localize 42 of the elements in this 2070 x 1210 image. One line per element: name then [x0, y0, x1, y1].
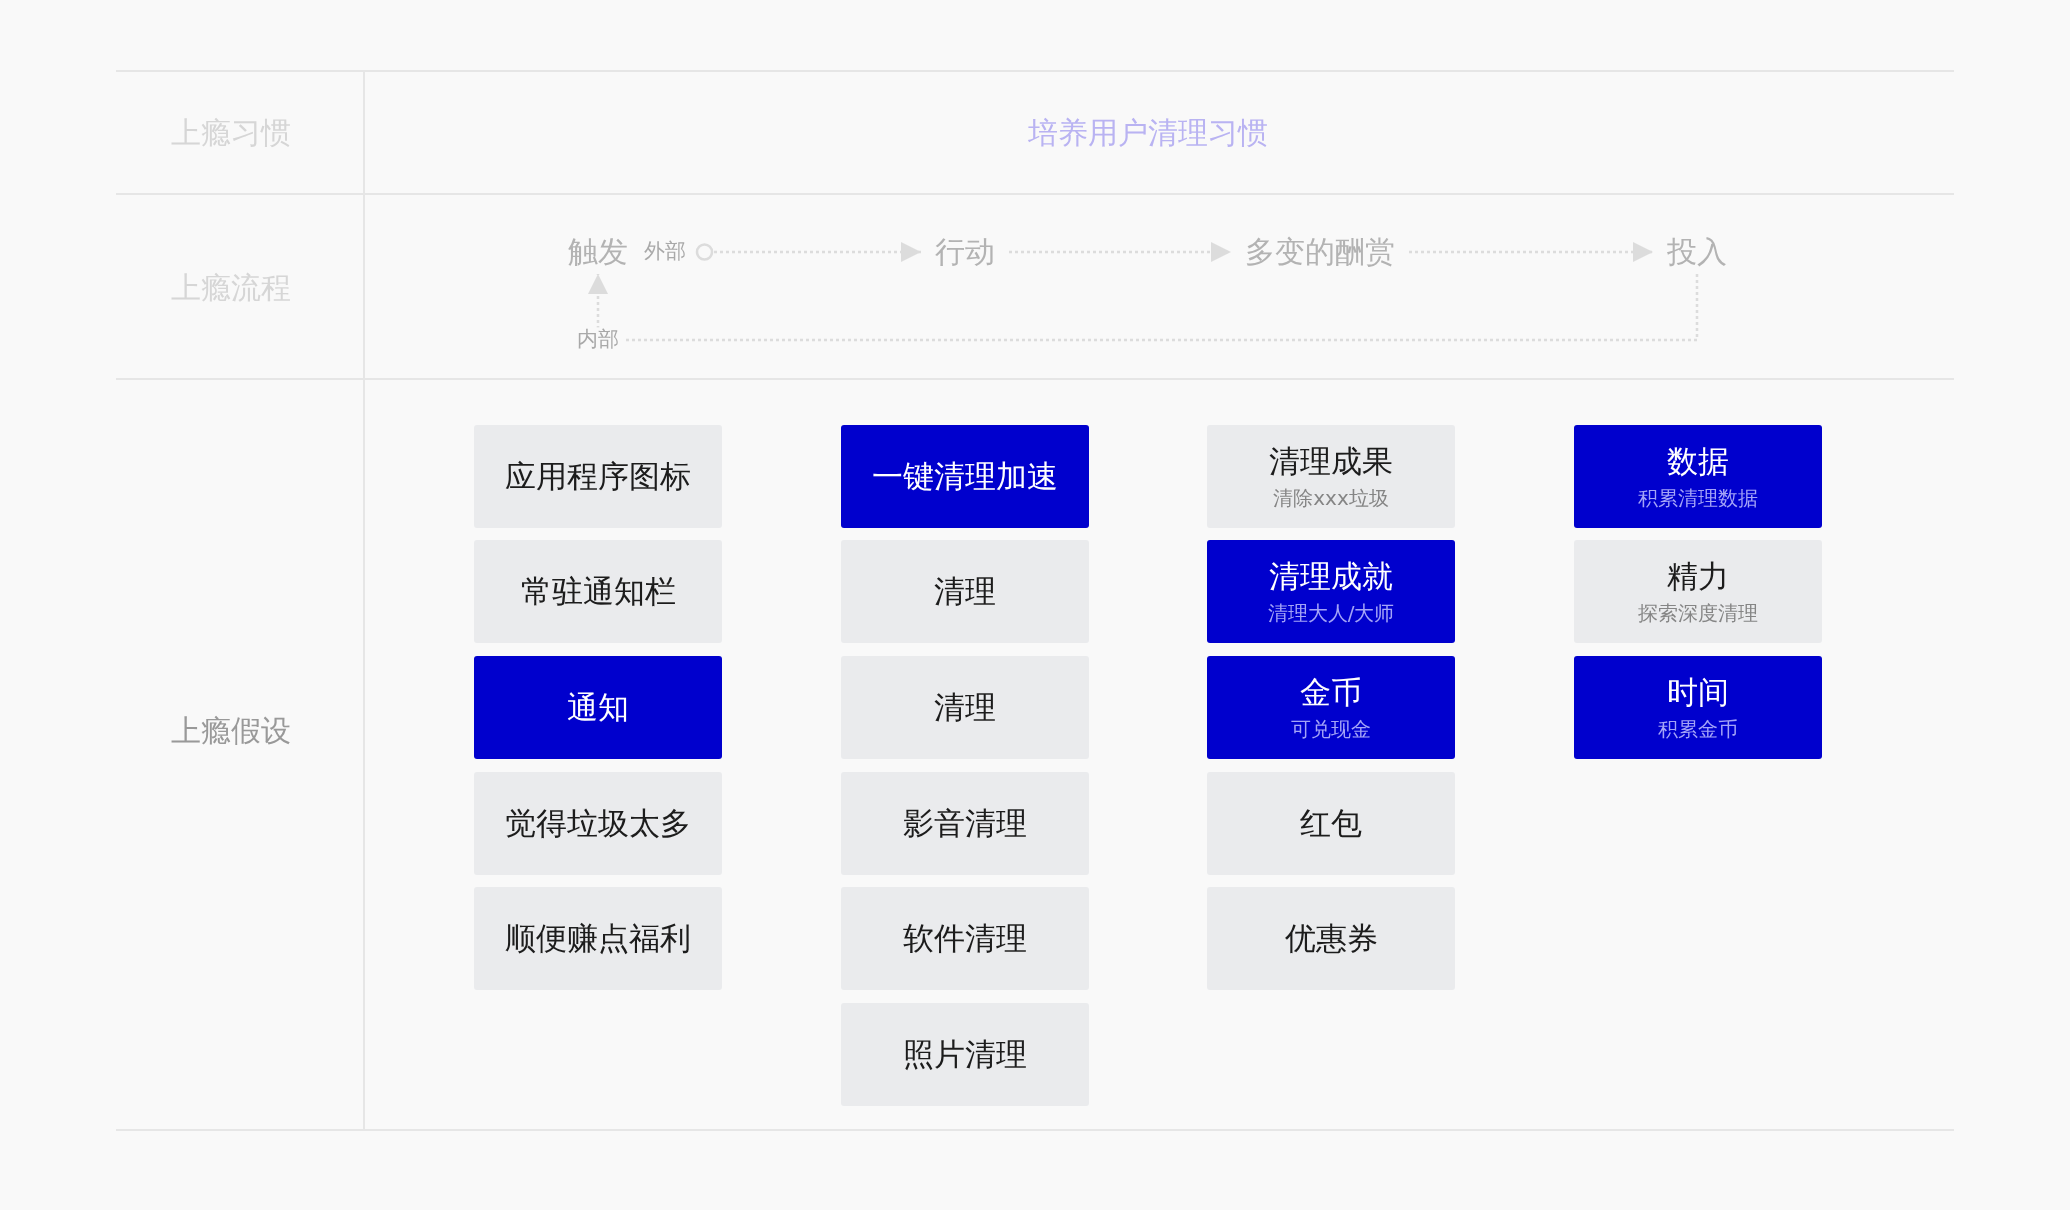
highlighted-tile: [474, 656, 722, 759]
highlighted-tile: [1574, 656, 1822, 759]
main-label: 顺便赚点福利: [505, 919, 691, 958]
main-label: 红包: [1300, 804, 1362, 843]
side-note: 外部: [644, 239, 686, 265]
main-label: 精力: [1667, 557, 1729, 596]
stage-label: 触发: [568, 234, 628, 270]
main-label: 照片清理: [903, 1035, 1027, 1074]
sub-label: 清理大人/大师: [1267, 601, 1395, 626]
main-label: 通知: [567, 688, 629, 727]
row-header: 上瘾假设: [171, 713, 291, 749]
stage-label: 投入: [1653, 230, 1741, 274]
goal-label: 培养用户清理习惯: [1028, 115, 1268, 151]
sub-label: 可兑现金: [1291, 717, 1371, 742]
main-label: 应用程序图标: [505, 457, 691, 496]
highlighted-tile: [1207, 656, 1455, 759]
main-label: 数据: [1667, 442, 1729, 481]
main-label: 清理: [934, 572, 996, 611]
dotted-arrow: [588, 274, 1699, 342]
stage-label: 多变的酬赏: [1231, 230, 1409, 274]
main-label: 觉得垃圾太多: [505, 804, 691, 843]
main-label: 清理成就: [1269, 557, 1393, 596]
main-label: 清理成果: [1269, 442, 1393, 481]
main-label: 常驻通知栏: [520, 572, 676, 611]
main-label: 影音清理: [903, 804, 1027, 843]
dotted-arrow: [695, 242, 921, 262]
highlighted-tile: [841, 425, 1089, 528]
main-label: 软件清理: [903, 919, 1027, 958]
highlighted-tile: [1574, 425, 1822, 528]
stage-label: 行动: [921, 230, 1009, 274]
sub-label: 积累清理数据: [1638, 486, 1758, 511]
sub-label: 积累金币: [1658, 717, 1738, 742]
main-label: 优惠券: [1284, 919, 1378, 958]
sub-label: 探索深度清理: [1638, 601, 1758, 626]
main-label: 金币: [1300, 673, 1362, 712]
dotted-arrow: [1009, 242, 1231, 262]
main-label: 清理: [934, 688, 996, 727]
dotted-arrow: [1409, 242, 1653, 262]
sub-label: 清除xxx垃圾: [1273, 486, 1389, 511]
highlighted-tile: [1207, 540, 1455, 643]
main-label: 时间: [1667, 673, 1729, 712]
main-label: 一键清理加速: [872, 457, 1058, 496]
